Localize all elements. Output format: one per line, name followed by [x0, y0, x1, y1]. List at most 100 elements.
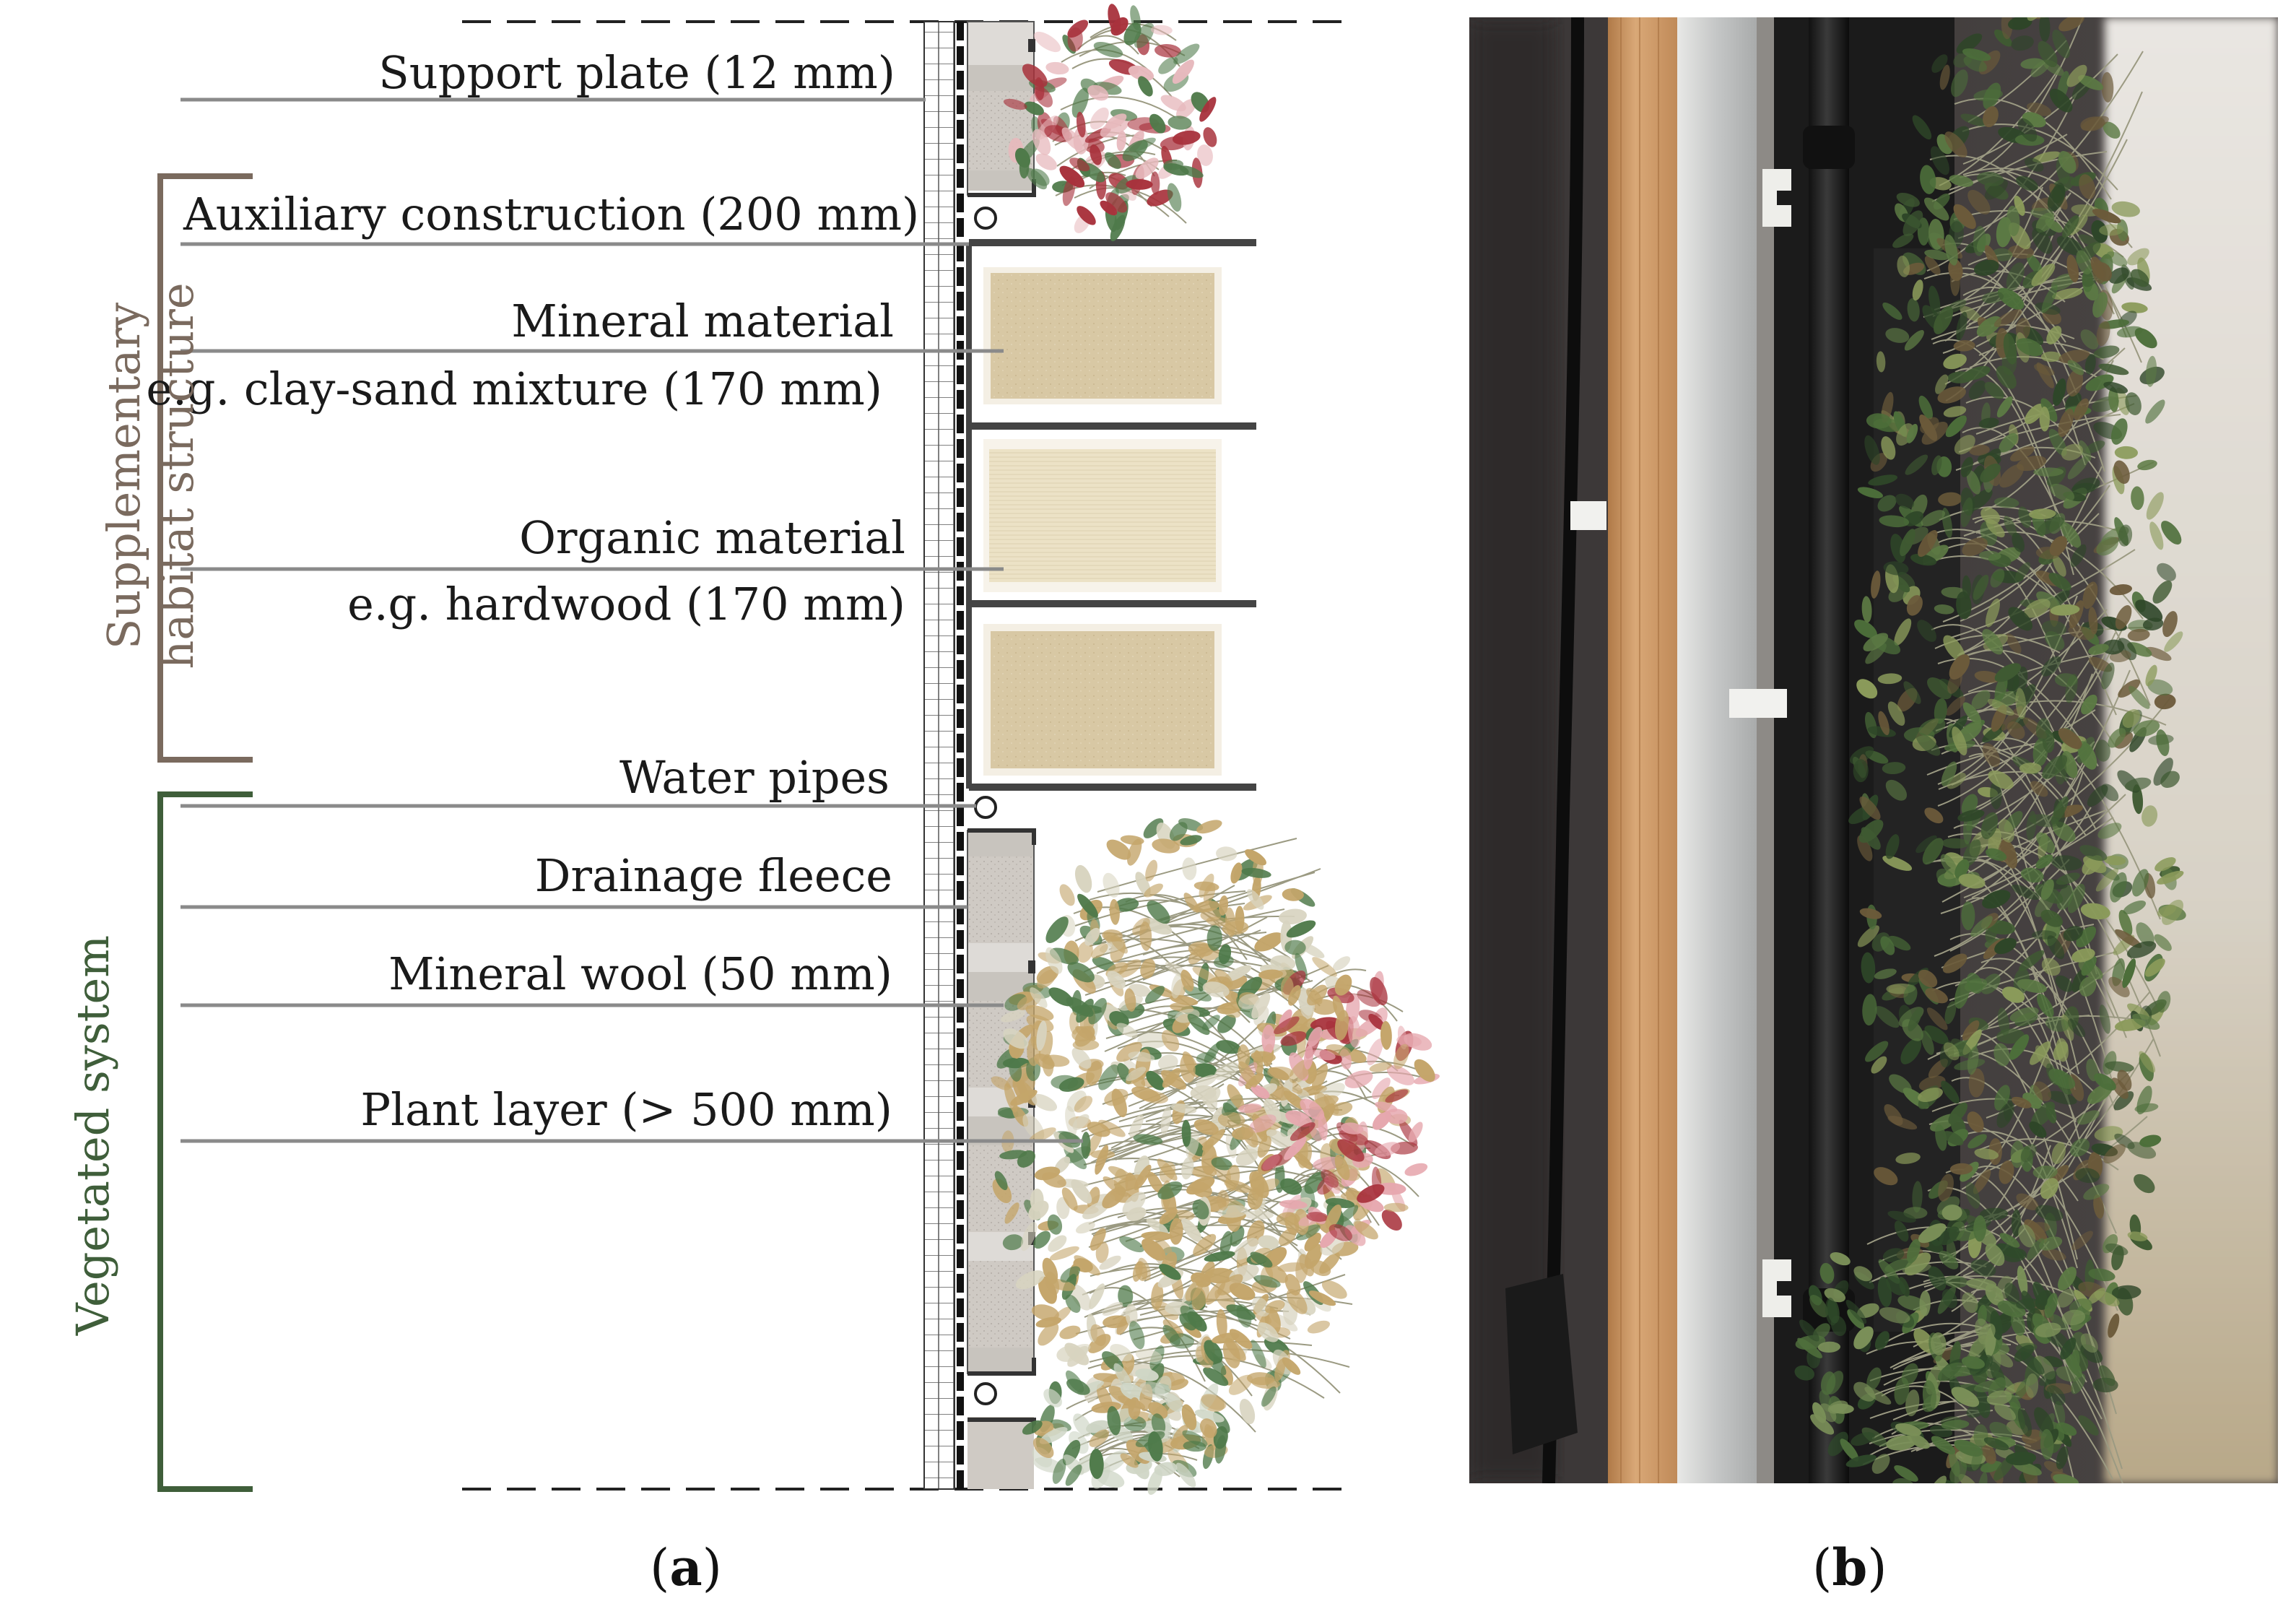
leaf: [1994, 675, 2008, 703]
leaf: [1871, 1454, 1890, 1474]
leaf: [2057, 1288, 2075, 1308]
leaf: [1147, 189, 1173, 207]
leaf: [1952, 726, 1967, 756]
leaf: [1140, 958, 1156, 979]
leaf: [2083, 1184, 2110, 1200]
leaf: [2118, 909, 2133, 937]
leaf: [1171, 973, 1183, 999]
leaf: [1228, 1374, 1253, 1395]
leaf: [1912, 1181, 1923, 1213]
leaf: [1197, 144, 1213, 166]
leaf: [2114, 446, 2138, 459]
leaf: [1381, 1209, 1402, 1231]
leaf: [2056, 235, 2084, 256]
leaf: [2109, 584, 2132, 596]
leaf: [1903, 210, 1923, 237]
leaf: [2030, 207, 2055, 220]
leaf: [1158, 56, 1178, 74]
leaf: [1939, 1251, 1959, 1270]
leaf: [1003, 98, 1027, 110]
leaf: [2035, 1322, 2061, 1337]
leaf: [2157, 870, 2184, 885]
leaf: [2058, 728, 2082, 750]
leaf: [1983, 106, 1999, 128]
leaf: [2079, 174, 2096, 199]
leaf: [1910, 553, 1937, 566]
leaf: [2058, 1267, 2077, 1291]
leaf: [1853, 1266, 1873, 1282]
leaf: [1199, 1418, 1217, 1439]
leaf: [1963, 56, 1987, 72]
leaf: [1380, 1020, 1392, 1050]
leaf: [1067, 962, 1095, 983]
stem: [1884, 1322, 1987, 1343]
leaf: [1261, 1024, 1276, 1054]
leaf: [2035, 1205, 2064, 1221]
leaf: [1267, 1066, 1294, 1079]
leaf: [1924, 256, 1941, 275]
leaf: [2025, 157, 2044, 172]
stem: [1951, 709, 2096, 786]
leaf: [2058, 350, 2090, 364]
leaf: [1884, 1103, 1903, 1126]
leaf: [1990, 568, 2005, 588]
leaf: [1107, 1406, 1121, 1436]
leaf: [2162, 611, 2178, 638]
habitat-bracket-label: Supplementary habitat structure: [97, 201, 206, 750]
leaf: [2032, 228, 2053, 254]
leaf: [2104, 855, 2126, 866]
leaf: [1957, 810, 1985, 822]
leaf: [1318, 1114, 1328, 1141]
leaf: [1921, 1030, 1934, 1055]
leaf: [1938, 1173, 1954, 1202]
leaf: [2019, 950, 2045, 971]
leaf: [2040, 351, 2061, 363]
leaf: [1074, 864, 1092, 893]
leaf: [1088, 997, 1107, 1025]
leaf: [1997, 1007, 2010, 1036]
leaf: [2069, 600, 2084, 629]
leaf: [1895, 493, 1915, 509]
leaf: [2153, 758, 2173, 786]
leaf: [1918, 1075, 1946, 1091]
leaf: [1941, 1420, 1970, 1430]
leaf: [1303, 1045, 1313, 1070]
leaf: [2145, 399, 2165, 424]
leaf: [1319, 1252, 1340, 1274]
leaf: [2113, 460, 2130, 485]
leaf: [2141, 805, 2158, 827]
leaf: [1028, 1127, 1056, 1143]
leaf: [1962, 48, 1991, 61]
leaf: [1065, 1294, 1081, 1314]
leaf: [1943, 406, 1967, 417]
leaf: [1122, 1192, 1146, 1216]
leaf: [1004, 1202, 1019, 1224]
leaf: [2088, 643, 2109, 655]
leaf: [1270, 955, 1296, 971]
leaf: [1073, 1413, 1092, 1437]
leaf: [1988, 770, 2014, 789]
leaf: [1919, 1290, 1931, 1316]
leaf: [1810, 1414, 1835, 1435]
leaf: [2071, 948, 2095, 963]
leaf: [1900, 1038, 1922, 1064]
leaf: [1369, 1062, 1392, 1072]
leaf: [1030, 987, 1048, 1008]
leaf: [2009, 1007, 2039, 1023]
leaf: [1194, 1409, 1225, 1423]
leaf: [1216, 1040, 1241, 1054]
leaf: [2098, 1365, 2115, 1387]
leaf: [2122, 958, 2136, 989]
leaf: [2001, 1247, 2027, 1262]
leaf: [2009, 446, 2035, 461]
leaf: [2032, 151, 2061, 163]
leaf: [1042, 1172, 1066, 1188]
leaf: [2080, 903, 2110, 920]
leaf: [1983, 1437, 2009, 1451]
leaf: [1036, 1020, 1047, 1051]
leaf: [1987, 698, 2014, 716]
leaf: [1129, 1321, 1145, 1350]
leaf: [2113, 1091, 2134, 1111]
leaf: [1819, 1262, 1835, 1284]
leaf: [1002, 1234, 1024, 1251]
